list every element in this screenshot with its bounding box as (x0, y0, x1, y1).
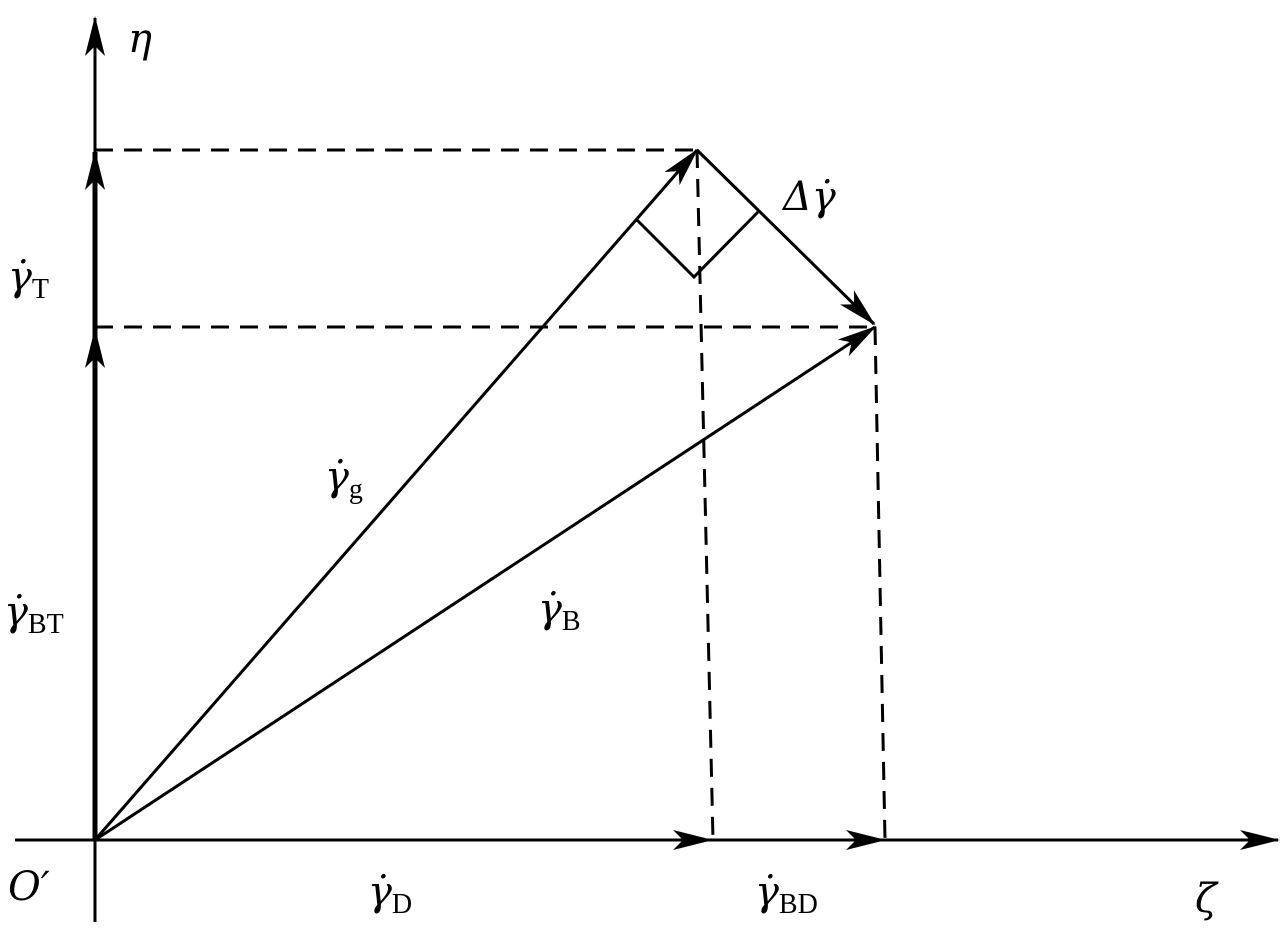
zeta-label: ζ (1195, 876, 1219, 922)
gamma-bt-label: γ̇BT (4, 589, 64, 640)
origin-label: O′ (8, 864, 50, 910)
right-angle-marker (635, 210, 760, 280)
gamma-g-label: γ̇g (325, 454, 363, 505)
delta-gamma-label: Δγ̇ (781, 174, 836, 220)
gamma-b-vector (94, 325, 877, 842)
delta-gamma-vector (695, 148, 876, 326)
gamma-g-vector (93, 148, 699, 841)
gamma-b-label: γ̇B (538, 586, 581, 637)
gamma-d-label: γ̇D (368, 869, 412, 920)
gamma-bd-label: γ̇BD (755, 869, 818, 920)
eta-label: η (128, 16, 152, 62)
projection-line-b-vertical (873, 326, 887, 841)
projection-line-g-vertical (695, 149, 715, 841)
gamma-t-label: γ̇T (8, 254, 49, 305)
